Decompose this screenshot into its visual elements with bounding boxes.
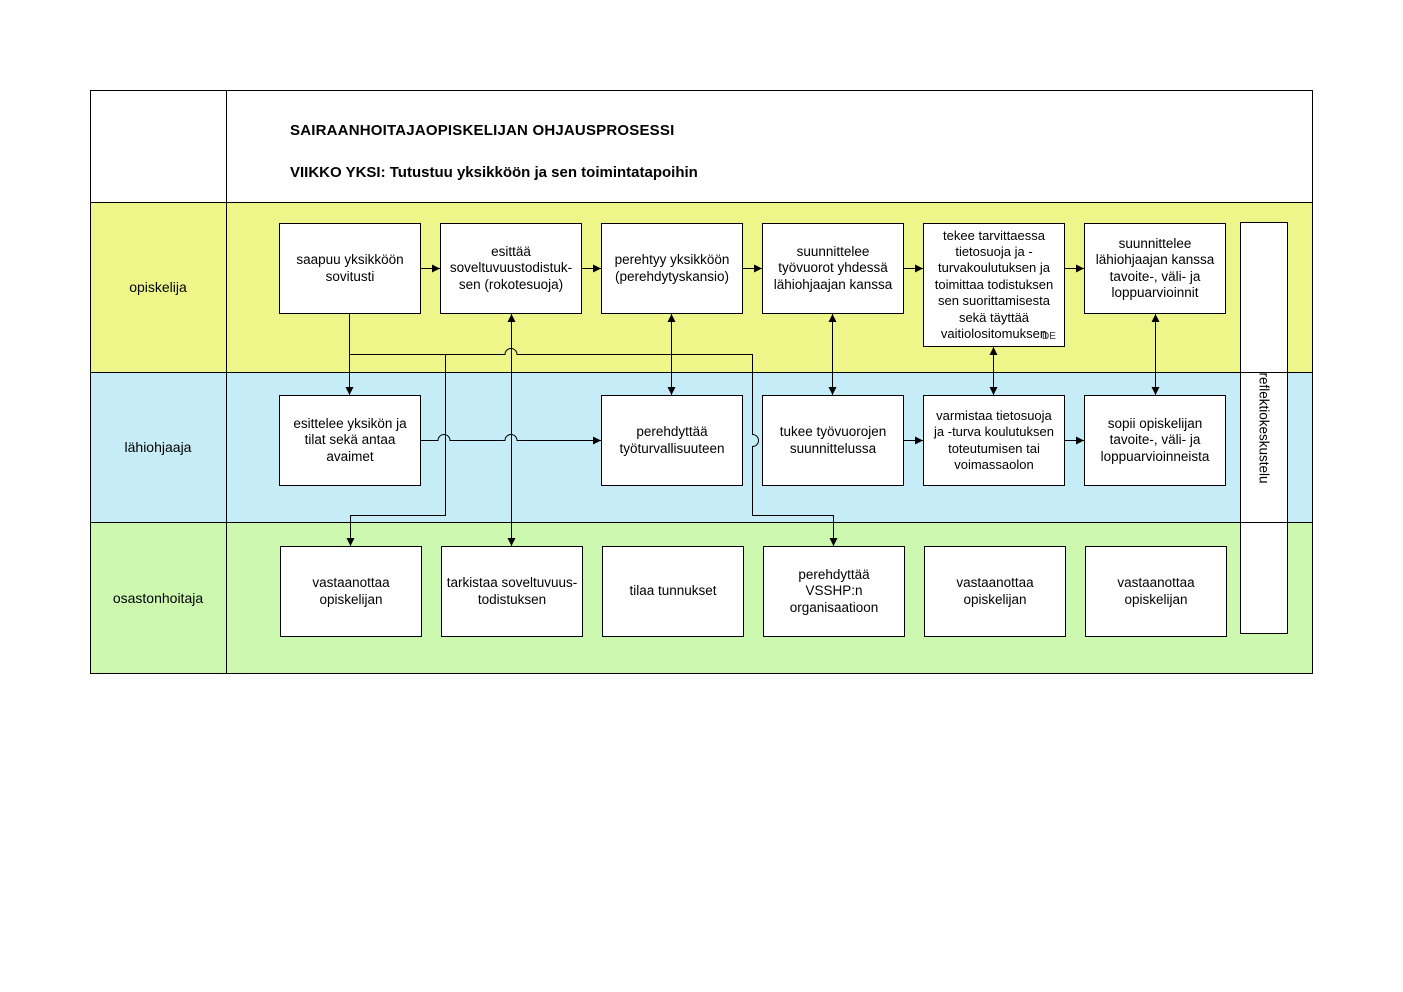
- arrow-o1-h4: [445, 348, 838, 546]
- osastonhoitaja-step-4: perehdyttää VSSHP:n organisaatioon: [763, 546, 905, 637]
- header-band: [90, 90, 1312, 202]
- lahiohjaaja-step-2: perehdyttää työturvallisuuteen: [601, 395, 743, 486]
- opiskelija-step-4: suunnittelee työvuorot yhdessä lähiohjaa…: [762, 223, 904, 314]
- arrow-o1-h1: [346, 354, 446, 546]
- lane-label-opiskelija: opiskelija: [129, 279, 187, 295]
- osastonhoitaja-step-2: tarkistaa soveltuvuus- todistuksen: [441, 546, 583, 637]
- diagram-title: SAIRAANHOITAJAOPISKELIJAN OHJAUSPROSESSI: [290, 122, 675, 139]
- lahiohjaaja-step-3: tukee työvuorojen suunnittelussa: [762, 395, 904, 486]
- osastonhoitaja-step-3: tilaa tunnukset: [602, 546, 744, 637]
- osastonhoitaja-step-6: vastaanottaa opiskelijan: [1085, 546, 1227, 637]
- opiskelija-step-2: esittää soveltuvuustodistuk- sen (rokote…: [440, 223, 582, 314]
- corner-mark: DE: [1042, 331, 1056, 342]
- outer-frame: [90, 90, 1313, 674]
- opiskelija-step-1: saapuu yksikköön sovitusti: [279, 223, 421, 314]
- lahiohjaaja-step-4: varmistaa tietosuoja ja -turva koulutuks…: [923, 395, 1065, 486]
- opiskelija-step-5: tekee tarvittaessa tietosuoja ja - turva…: [923, 223, 1065, 347]
- reflection-box: reflektiokeskustelu: [1240, 222, 1288, 634]
- lahiohjaaja-step-1: esittelee yksikön ja tilat sekä antaa av…: [279, 395, 421, 486]
- lane-label-lahiohjaaja: lähiohjaaja: [124, 439, 192, 455]
- osastonhoitaja-step-5: vastaanottaa opiskelijan: [924, 546, 1066, 637]
- lane-label-osastonhoitaja: osastonhoitaja: [112, 589, 204, 606]
- diagram-subtitle: VIIKKO YKSI: Tutustuu yksikköön ja sen t…: [290, 164, 698, 181]
- osastonhoitaja-step-1: vastaanottaa opiskelijan: [280, 546, 422, 637]
- opiskelija-step-6: suunnittelee lähiohjaajan kanssa tavoite…: [1084, 223, 1226, 314]
- lahiohjaaja-step-5: sopii opiskelijan tavoite-, väli- ja lop…: [1084, 395, 1226, 486]
- opiskelija-step-3: perehtyy yksikköön (perehdytyskansio): [601, 223, 743, 314]
